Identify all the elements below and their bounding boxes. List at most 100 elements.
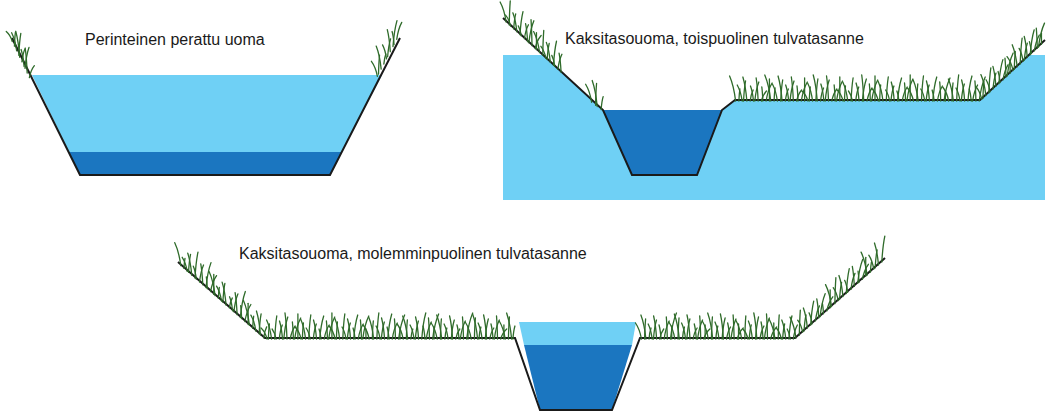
channel-outline xyxy=(503,18,1045,175)
grass-blade xyxy=(297,314,298,339)
grass-blade xyxy=(382,318,385,339)
grass-blade xyxy=(998,72,1000,83)
grass-blade xyxy=(285,313,287,339)
grass-blade xyxy=(932,90,934,101)
grass-blade xyxy=(1029,42,1031,54)
grass-blade xyxy=(534,32,540,53)
grass-blade xyxy=(241,306,242,319)
grass-blade xyxy=(782,320,786,339)
grass-blade xyxy=(230,297,233,311)
grass-blade xyxy=(791,77,793,101)
grass-blade xyxy=(761,322,763,339)
grass-blade xyxy=(882,236,885,262)
grass-blade xyxy=(733,315,734,339)
channel-outline xyxy=(178,258,885,410)
grass-blade xyxy=(843,82,848,101)
grass-blade xyxy=(669,322,675,339)
grass-blade xyxy=(827,76,829,101)
grass-blade xyxy=(737,85,742,101)
grass-blade xyxy=(886,77,888,101)
grass-blade xyxy=(217,286,222,301)
grass-blade xyxy=(272,329,276,339)
grass-blade xyxy=(776,328,781,339)
grass-blade xyxy=(821,84,824,101)
grass-blade xyxy=(526,24,528,42)
grass-blade xyxy=(295,327,301,339)
grass-blade xyxy=(778,315,779,339)
grass-blade xyxy=(856,83,859,101)
grass-blade xyxy=(1019,48,1023,61)
grass-blade xyxy=(787,329,790,339)
grass-blade xyxy=(908,88,914,101)
grass-blade xyxy=(659,325,661,339)
grass-blade xyxy=(499,321,505,339)
grass-blade xyxy=(837,90,843,101)
grass-blade xyxy=(808,83,813,101)
grass-blade xyxy=(910,75,911,101)
grass-blade xyxy=(943,87,949,101)
grass-blade xyxy=(921,89,925,101)
grass-blade xyxy=(790,317,796,338)
grass-blade xyxy=(388,314,392,339)
grass-blade xyxy=(354,315,358,339)
grass-blade xyxy=(546,42,550,62)
grass-blade xyxy=(1024,37,1027,58)
grass-blade xyxy=(518,26,521,36)
grass-blade xyxy=(878,81,883,101)
grass-blade xyxy=(767,314,768,339)
grass-blade xyxy=(839,77,840,101)
grass-blade xyxy=(874,76,875,101)
grass-blade xyxy=(1039,23,1045,47)
grass-blade xyxy=(209,272,215,296)
grass-blade xyxy=(326,321,327,339)
grass-blade xyxy=(513,326,515,339)
grass-blade xyxy=(235,293,237,315)
grass-blade xyxy=(754,313,757,339)
grass-blade xyxy=(513,13,517,32)
grass-blade xyxy=(648,324,652,339)
section-title: Kaksitasouoma, toispuolinen tulvatasanne xyxy=(562,29,867,49)
grass-blade xyxy=(478,323,482,339)
grass-blade xyxy=(462,317,463,339)
grass-blade xyxy=(484,315,487,339)
grass-blade xyxy=(845,280,848,292)
grass-blade xyxy=(292,322,293,339)
grass-blade xyxy=(913,80,918,101)
grass-blade xyxy=(802,91,808,101)
grass-blade xyxy=(369,317,374,339)
grass-blade xyxy=(858,259,863,283)
grass-blade xyxy=(797,86,798,101)
grass-blade xyxy=(428,318,429,339)
grass-blade xyxy=(422,313,426,339)
grass-blade xyxy=(559,53,561,72)
grass-blade xyxy=(886,90,890,101)
grass-blade xyxy=(506,15,511,26)
grass-blade xyxy=(926,81,929,101)
grass-blade xyxy=(861,252,867,275)
grass-blade xyxy=(431,323,437,339)
grass-blade xyxy=(360,320,361,339)
grass-blade xyxy=(206,277,207,289)
grass-blade xyxy=(342,327,346,339)
grass-blade xyxy=(635,323,641,339)
grass-blade xyxy=(410,325,414,339)
grass-blade xyxy=(921,76,923,101)
grass-blade xyxy=(319,329,321,339)
grass-blade xyxy=(778,76,782,101)
grass-blade xyxy=(870,262,871,272)
grass-blade xyxy=(267,320,272,339)
grass-blade xyxy=(715,322,719,339)
grass-blade xyxy=(700,316,701,339)
grass-blade xyxy=(201,264,203,285)
grass-blade xyxy=(809,313,812,324)
grass-blade xyxy=(261,328,267,339)
grass-blade xyxy=(730,76,736,101)
grass-blade xyxy=(444,324,448,339)
grass-blade xyxy=(552,55,555,66)
grass-blade xyxy=(193,266,196,279)
grass-blade xyxy=(762,87,763,101)
grass-blade xyxy=(905,83,906,101)
grass-blade xyxy=(392,32,394,45)
base-water xyxy=(603,110,722,175)
